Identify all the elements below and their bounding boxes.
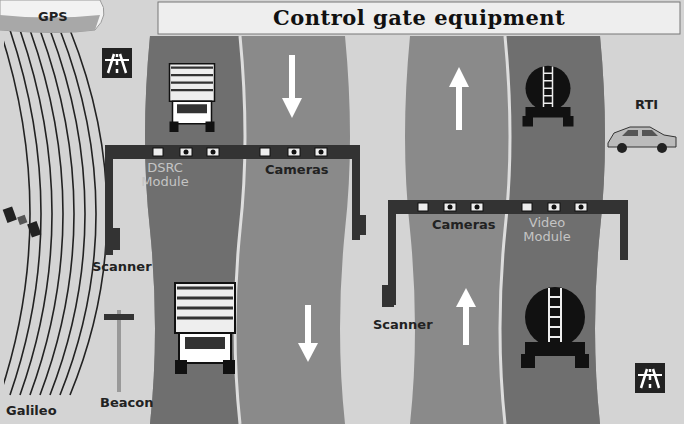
beacon-label: Beacon — [100, 396, 153, 410]
satellite-label: Galileo — [6, 404, 57, 418]
module-label: DSRC Module — [130, 161, 200, 190]
module-label: Video Module — [512, 216, 582, 245]
camera-label: Cameras — [432, 218, 496, 232]
camera-label: Cameras — [265, 163, 329, 177]
vehicle-label: RTI — [635, 98, 658, 112]
scanner-label: Scanner — [373, 318, 433, 332]
satellite-label: GPS — [38, 10, 68, 24]
title: Control gate equipment — [273, 6, 565, 29]
scanner-label: Scanner — [92, 260, 152, 274]
